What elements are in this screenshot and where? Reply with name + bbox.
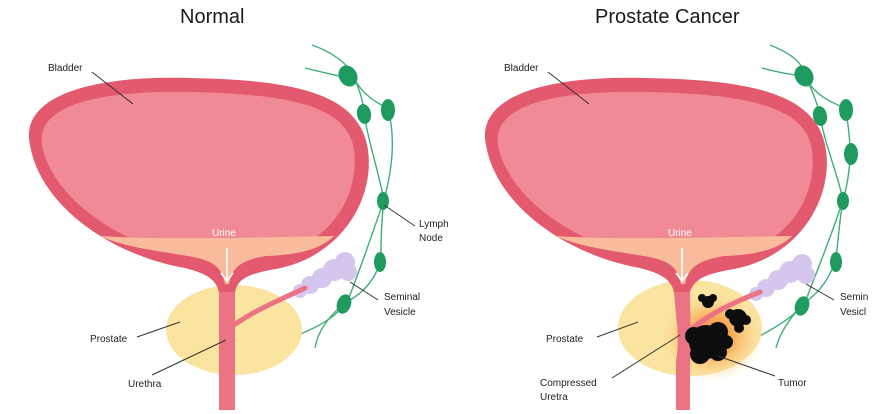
tumor-label: Tumor [778,378,807,389]
lymph-node [830,252,842,272]
lymph-node [381,99,395,121]
seminal-vesicle-label-line2: Vesicl [840,307,866,318]
bladder-label: Bladder [48,63,83,74]
prostate-label: Prostate [546,334,584,345]
urine-label: Urine [212,228,236,239]
lymph-node [837,192,849,210]
prostate-label: Prostate [90,334,128,345]
lymph-node [791,62,818,90]
lymph-node [374,252,386,272]
cancer-panel: Bladder Urine Semin Vesicl Prostate Comp… [485,45,868,410]
urethra [219,292,235,410]
lymph-node [355,103,372,125]
lymph-node-label: Lymph [419,219,449,230]
urethra-label: Urethra [128,379,162,390]
seminal-vesicle-label: Seminal [384,292,420,303]
normal-panel: Bladder Urine Lymph Node Seminal Vesicle… [29,45,449,410]
lymph-node [792,294,812,318]
compressed-urethra-label: Compressed [540,378,597,389]
urine-label: Urine [668,228,692,239]
lymph-node [839,99,853,121]
lymph-node [844,143,858,165]
compressed-urethra-label-line2: Uretra [540,392,568,403]
bladder-label: Bladder [504,63,539,74]
seminal-vesicle-label-line2: Vesicle [384,307,416,318]
seminal-vesicle-label: Semin [840,292,868,303]
lymph-node-label-line2: Node [419,233,443,244]
